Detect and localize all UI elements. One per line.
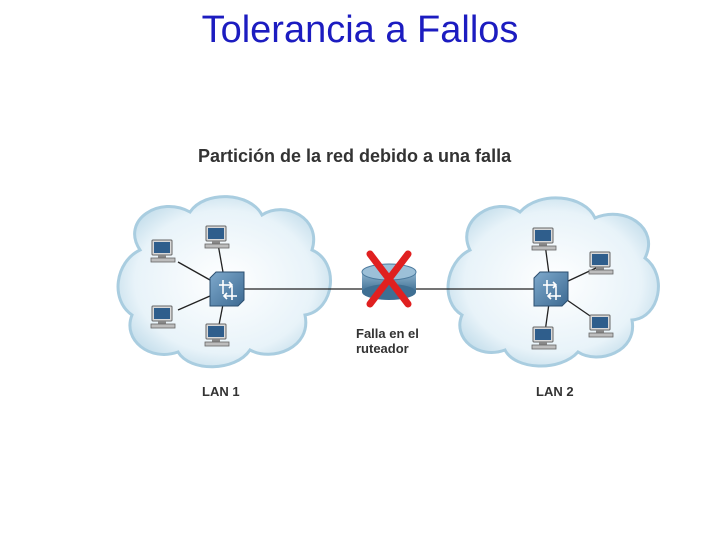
- computer-icon: [531, 326, 557, 350]
- computer-icon: [588, 314, 614, 338]
- computer-icon: [150, 239, 176, 263]
- switch-icon: [533, 271, 569, 307]
- router-label-line1: Falla en el: [356, 326, 419, 341]
- failure-x-icon: [366, 250, 412, 308]
- diagram-title: Partición de la red debido a una falla: [198, 146, 512, 166]
- computer-icon: [588, 251, 614, 275]
- router-failure-label: Falla en el ruteador: [356, 326, 446, 356]
- computer-icon: [531, 227, 557, 251]
- router-label-line2: ruteador: [356, 341, 409, 356]
- lan2-label: LAN 2: [536, 384, 574, 399]
- lan1-label: LAN 1: [202, 384, 240, 399]
- switch-icon: [209, 271, 245, 307]
- computer-icon: [204, 323, 230, 347]
- computer-icon: [150, 305, 176, 329]
- slide-title: Tolerancia a Fallos: [201, 9, 519, 51]
- computer-icon: [204, 225, 230, 249]
